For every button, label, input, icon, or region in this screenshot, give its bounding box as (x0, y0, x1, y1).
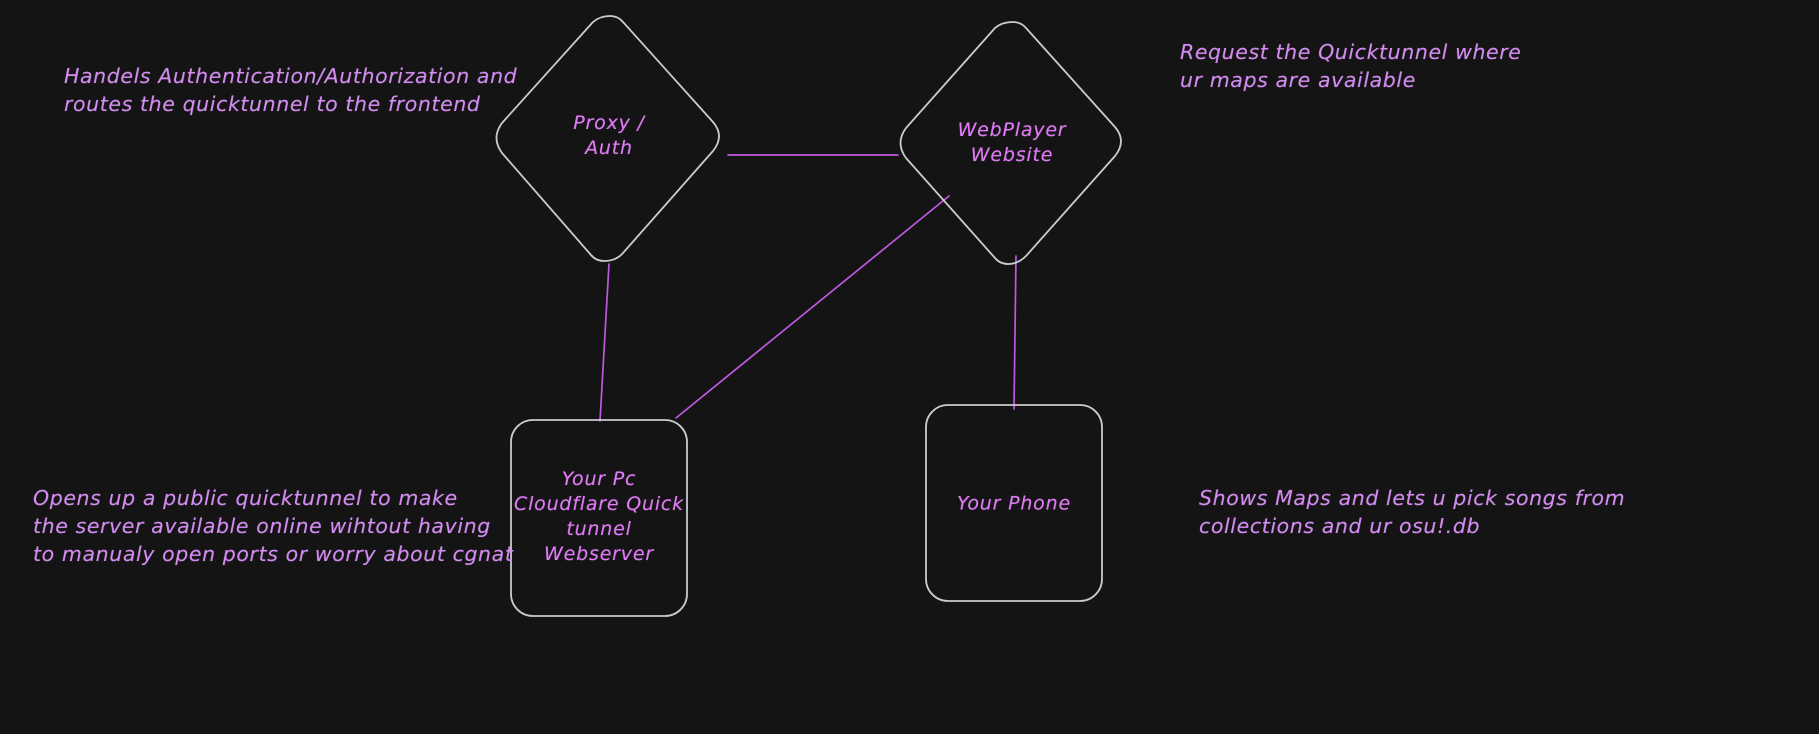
annotation-proxy-auth: Handels Authentication/Authorization and… (64, 64, 518, 116)
node-your-phone-shape[interactable] (925, 404, 1103, 602)
node-your-pc-shape[interactable] (510, 419, 688, 617)
node-proxy-auth-shape[interactable] (495, 15, 720, 262)
annotation-your-phone: Shows Maps and lets u pick songs from co… (1199, 486, 1626, 538)
edge-proxy-auth-to-your-pc (599, 263, 610, 422)
node-layer (495, 15, 1122, 617)
edge-layer (599, 154, 1017, 422)
edge-webplayer-website-to-your-phone (1013, 255, 1017, 410)
annotation-your-pc: Opens up a public quicktunnel to make th… (33, 486, 514, 566)
annotation-webplayer-website: Request the Quicktunnel where ur maps ar… (1180, 40, 1522, 92)
edge-webplayer-website-to-your-pc (675, 195, 950, 419)
node-webplayer-website-shape[interactable] (899, 21, 1122, 265)
